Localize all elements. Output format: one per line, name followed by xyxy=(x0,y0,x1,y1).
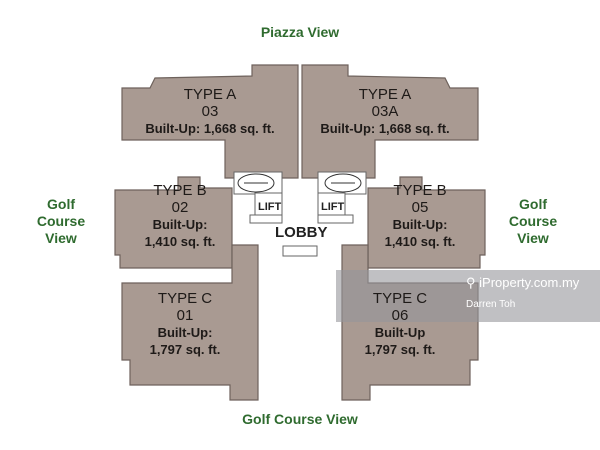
watermark-site: ⚲ iProperty.com.my xyxy=(466,275,579,291)
view-bottom: Golf Course View xyxy=(242,411,358,427)
unit-number: 03A xyxy=(371,103,399,120)
stair-icon xyxy=(237,173,362,193)
core xyxy=(233,171,367,257)
unit-number: 01 xyxy=(176,307,194,324)
unit-type: TYPE A xyxy=(183,86,237,103)
location-pin-icon: ⚲ xyxy=(466,275,480,290)
unit-label-02: TYPE B 02 Built-Up: 1,410 sq. ft. xyxy=(130,182,230,250)
lift-left: LIFT xyxy=(258,201,282,213)
unit-type: TYPE C xyxy=(372,290,428,307)
unit-area: 1,797 sq. ft. xyxy=(364,342,436,357)
watermark-agent: Darren Toh xyxy=(466,299,516,310)
unit-type: TYPE C xyxy=(157,290,213,307)
unit-area-label: Built-Up: xyxy=(157,325,213,340)
unit-number: 06 xyxy=(391,307,409,324)
watermark-site-text: iProperty.com.my xyxy=(479,275,580,290)
view-left: Golf Course View xyxy=(36,196,86,246)
unit-number: 03 xyxy=(201,103,219,120)
unit-label-01: TYPE C 01 Built-Up: 1,797 sq. ft. xyxy=(130,290,240,358)
unit-area-label: Built-Up xyxy=(374,325,426,340)
lobby-label: LOBBY xyxy=(275,224,328,241)
view-right: Golf Course View xyxy=(508,196,558,246)
unit-area-label: Built-Up: xyxy=(152,217,208,232)
unit-b-02 xyxy=(114,176,233,269)
unit-number: 05 xyxy=(411,199,429,216)
unit-label-03a: TYPE A 03A Built-Up: 1,668 sq. ft. xyxy=(305,86,465,137)
unit-type: TYPE A xyxy=(358,86,412,103)
unit-c-01 xyxy=(121,244,259,401)
unit-area: 1,797 sq. ft. xyxy=(149,342,221,357)
unit-b-05 xyxy=(367,176,486,269)
view-top: Piazza View xyxy=(260,24,340,40)
unit-type: TYPE B xyxy=(153,182,207,199)
watermark: ⚲ iProperty.com.my Darren Toh xyxy=(336,270,600,322)
unit-a-03 xyxy=(121,64,299,179)
unit-area: 1,410 sq. ft. xyxy=(384,234,456,249)
unit-a-03a xyxy=(301,64,479,179)
unit-label-03: TYPE A 03 Built-Up: 1,668 sq. ft. xyxy=(130,86,290,137)
unit-area-label: Built-Up: xyxy=(392,217,448,232)
unit-type: TYPE B xyxy=(393,182,447,199)
unit-area: 1,410 sq. ft. xyxy=(144,234,216,249)
unit-area: Built-Up: 1,668 sq. ft. xyxy=(145,121,275,136)
unit-area: Built-Up: 1,668 sq. ft. xyxy=(320,121,450,136)
unit-number: 02 xyxy=(171,199,189,216)
unit-label-06: TYPE C 06 Built-Up 1,797 sq. ft. xyxy=(345,290,455,358)
lift-right: LIFT xyxy=(321,201,345,213)
unit-label-05: TYPE B 05 Built-Up: 1,410 sq. ft. xyxy=(370,182,470,250)
